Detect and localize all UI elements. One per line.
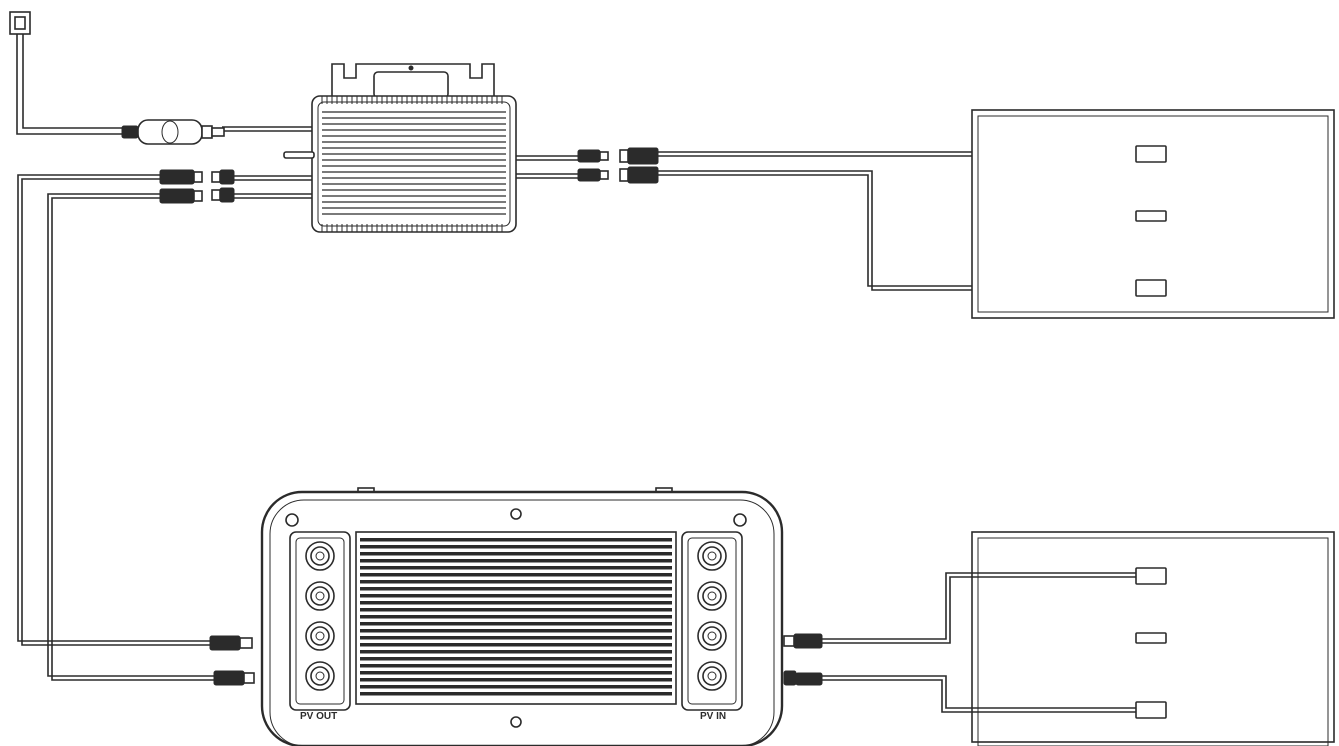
microinverter: [283, 63, 517, 233]
solar-panel-upper: [971, 109, 1335, 319]
ac-cable: [16, 34, 312, 135]
lower-panel-dc-cables: [783, 572, 1136, 713]
storage-to-inverter-cables: [17, 174, 214, 681]
pv-out-label: PV OUT: [300, 711, 337, 722]
pv-in-label: PV IN: [700, 711, 726, 722]
ac-outlet-icon: [9, 11, 31, 35]
storage-unit: [209, 487, 784, 746]
ac-connector: [121, 119, 225, 145]
solar-panel-lower: [971, 531, 1335, 746]
microinverter-dc-inputs: [159, 169, 312, 204]
